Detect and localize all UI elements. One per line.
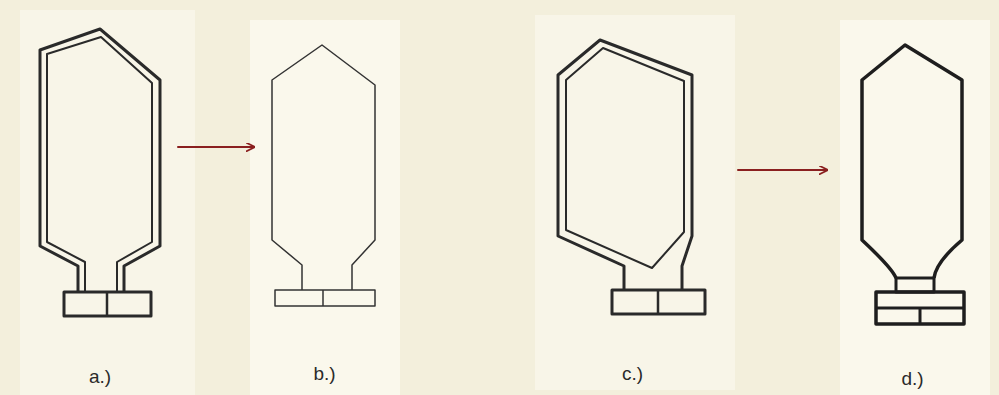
arrow-connector — [178, 146, 254, 148]
bag-sketch-b — [272, 45, 375, 306]
figure-label: b.) — [309, 363, 339, 385]
bag-sketch-d — [862, 45, 964, 324]
bag-sketch-a — [40, 29, 160, 316]
figure-label: a.) — [85, 366, 115, 388]
arrow-connector — [738, 169, 827, 171]
sketch-figure: a.) — [30, 18, 170, 388]
paper-panel — [535, 15, 735, 390]
paper-panel — [250, 20, 400, 395]
sketch-figure: d.) — [850, 35, 975, 390]
figure-label: c.) — [618, 363, 647, 385]
figure-label: d.) — [897, 368, 927, 390]
bag-sketch-c — [558, 40, 705, 314]
sketch-figure: b.) — [262, 35, 387, 385]
paper-panel — [20, 10, 195, 395]
sketch-figure: c.) — [550, 30, 715, 385]
paper-panel — [840, 20, 990, 395]
